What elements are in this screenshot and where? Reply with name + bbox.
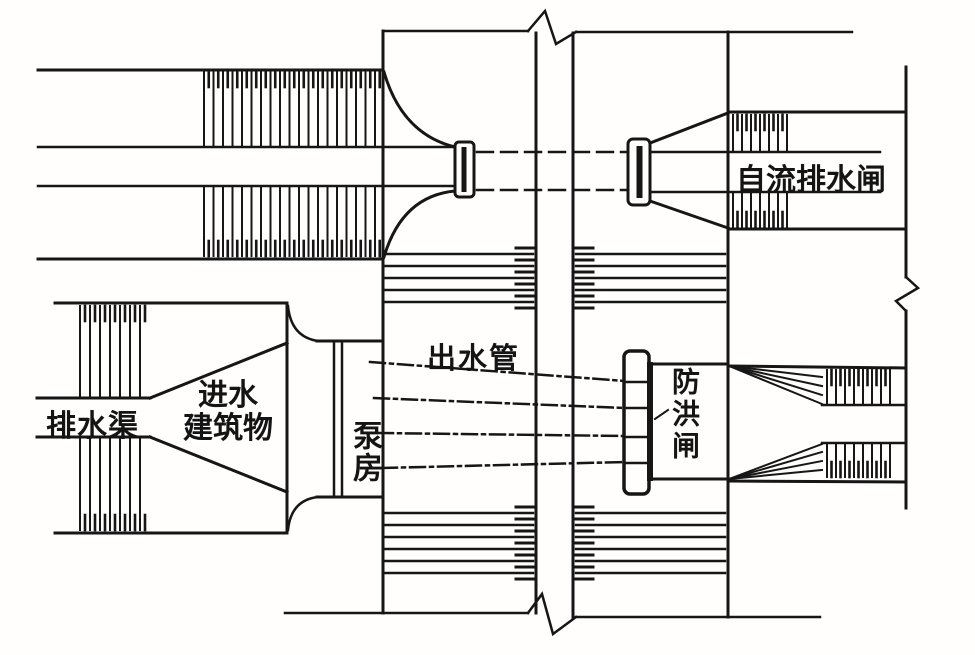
- drainage-channel-label: 排水渠: [46, 409, 139, 444]
- pump-house-label: 泵房: [347, 420, 382, 484]
- intake-structure-label-line1: 进水: [198, 378, 258, 413]
- flood-gate-icon: [622, 349, 670, 496]
- gravity-sluice-label: 自流排水闸: [736, 163, 886, 198]
- drainage-channel-intake: [35, 341, 289, 494]
- river-edge: [893, 65, 921, 510]
- break-mark-right: [893, 275, 921, 313]
- flood-gate-label: 防洪闸: [668, 367, 701, 463]
- wing-wall-fan-upper: [727, 364, 824, 406]
- gravity-sluice-gate-icon: [626, 111, 730, 230]
- dike-levee: [283, 8, 854, 637]
- forebay-and-pump-house: [53, 301, 385, 535]
- intake-structure-label-line2: 建筑物: [183, 411, 273, 446]
- break-mark-top: [526, 8, 578, 46]
- upper-approach-channel: [36, 68, 457, 261]
- bellmouth-inlet: [382, 70, 457, 259]
- culvert-dashed-lines: [475, 150, 628, 192]
- inlet-gate-icon: [453, 140, 476, 199]
- wing-wall-fan-lower: [727, 442, 824, 481]
- upper-right-channel: [648, 110, 908, 231]
- intake-structure-label: 进水 建筑物: [162, 379, 294, 445]
- outlet-pipe-label: 出水管: [427, 341, 521, 375]
- outlet-pipes: [368, 360, 627, 470]
- label-leader-line: [653, 408, 670, 421]
- outlet-transition: [651, 362, 824, 481]
- slope-hatching: [79, 70, 891, 581]
- outfall-channel: [726, 364, 908, 484]
- break-mark-bottom: [526, 591, 578, 637]
